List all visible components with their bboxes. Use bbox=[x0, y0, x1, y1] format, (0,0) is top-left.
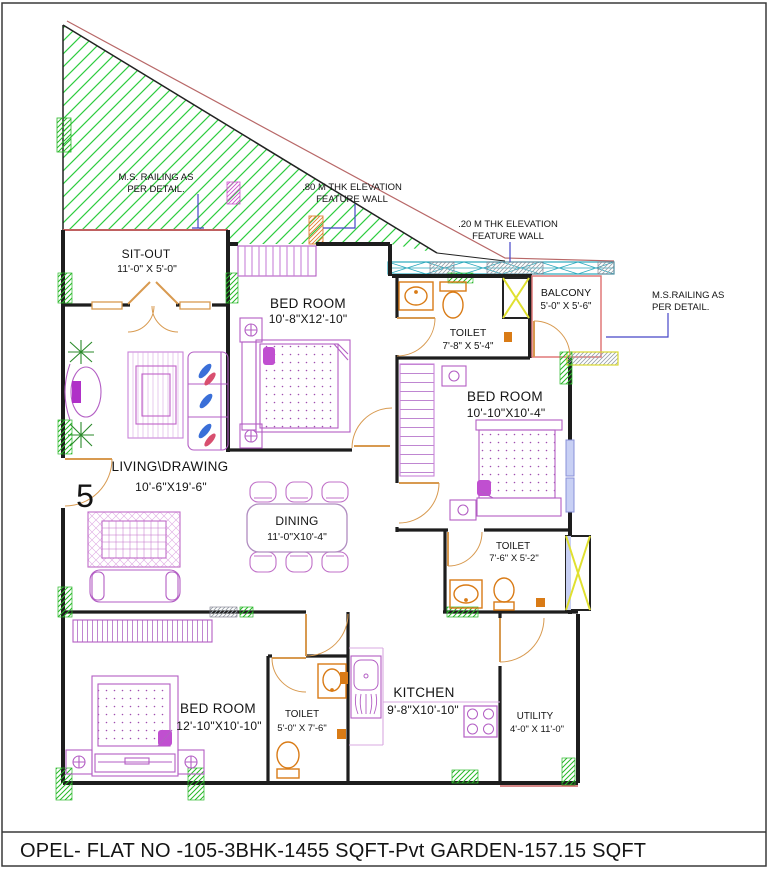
bedroom-bottom-furniture bbox=[65, 619, 213, 777]
room-dims-dining: 11'-0"X10'-4" bbox=[267, 531, 327, 543]
room-label-dining: DINING bbox=[275, 514, 318, 528]
bench-seat bbox=[89, 569, 181, 603]
kitchen-sink-unit bbox=[350, 655, 382, 719]
garden-column-block bbox=[56, 117, 72, 153]
note-feature-wall-top-line1: .80 M THK ELEVATION bbox=[302, 182, 402, 193]
rug bbox=[127, 351, 184, 439]
pillow bbox=[263, 347, 275, 365]
plant-icon bbox=[68, 340, 94, 364]
room-label-sit-out: SIT-OUT bbox=[122, 247, 171, 261]
mattress bbox=[478, 429, 556, 499]
room-dims-toilet-mid: 7'-6" X 5'-2" bbox=[489, 553, 538, 564]
garden-feature-pier bbox=[226, 181, 241, 205]
room-labels: SIT-OUT 11'-0" X 5'-0" BED ROOM 10'-8"X1… bbox=[112, 247, 593, 735]
nightstand bbox=[239, 423, 263, 449]
room-dims-bedroom-top: 10'-8"X12'-10" bbox=[269, 312, 348, 326]
note-feature-wall-right-line1: .20 M THK ELEVATION bbox=[458, 219, 558, 230]
fixture-marker bbox=[504, 332, 512, 342]
fixture-marker bbox=[536, 598, 545, 607]
drawing-title: OPEL- FLAT NO -105-3BHK-1455 SQFT-Pvt GA… bbox=[20, 840, 646, 862]
bedroom-right-furniture bbox=[399, 363, 563, 521]
room-label-toilet-mid: TOILET bbox=[496, 541, 530, 552]
plant-icon bbox=[68, 422, 94, 448]
bed-frame bbox=[91, 675, 179, 777]
wardrobe bbox=[399, 363, 435, 477]
room-label-bedroom-top: BED ROOM bbox=[270, 296, 346, 311]
room-label-balcony: BALCONY bbox=[541, 287, 591, 299]
wall-hatch-segment bbox=[486, 261, 544, 275]
footboard bbox=[94, 753, 176, 773]
note-railing-garden-line2: PER DETAIL. bbox=[127, 184, 184, 195]
window-right-wall bbox=[565, 477, 575, 513]
nightstand bbox=[449, 499, 477, 521]
note-railing-garden-line1: M.S. RAILING AS bbox=[119, 172, 194, 183]
balcony-slab bbox=[566, 351, 619, 366]
feature-wall-pier bbox=[308, 215, 324, 245]
room-dims-utility: 4'-0" X 11'-0" bbox=[510, 724, 564, 735]
annotation-leaders bbox=[192, 194, 669, 338]
dining-set bbox=[246, 481, 349, 573]
kitchen-fittings bbox=[349, 647, 500, 746]
wall-hatch-segment bbox=[597, 261, 615, 275]
room-label-living: LIVING\DRAWING bbox=[112, 459, 229, 474]
dining-table bbox=[246, 503, 348, 553]
room-dims-bedroom-right: 10'-10"X10'-4" bbox=[467, 406, 546, 420]
private-garden bbox=[56, 20, 615, 262]
note-railing-right-line1: M.S.RAILING AS bbox=[652, 290, 724, 301]
wall-hatch-segment bbox=[429, 261, 455, 275]
wardrobe bbox=[237, 245, 317, 277]
room-dims-toilet-top: 7'-8" X 5'-4" bbox=[443, 341, 495, 352]
note-railing-right-line2: PER DETAIL. bbox=[652, 302, 709, 313]
note-feature-wall-right-line2: FEATURE WALL bbox=[472, 231, 544, 242]
room-dims-balcony: 5'-0" X 5'-6" bbox=[541, 301, 593, 312]
doors bbox=[64, 281, 571, 693]
room-dims-toilet-bottom: 5'-0" X 7'-6" bbox=[277, 723, 326, 734]
room-label-bedroom-right: BED ROOM bbox=[467, 389, 543, 404]
service-shaft-top bbox=[502, 277, 530, 319]
bedroom-top-furniture bbox=[237, 245, 351, 449]
fixture-marker bbox=[340, 672, 348, 684]
window bbox=[91, 301, 123, 310]
annotation-texts: M.S. RAILING AS PER DETAIL. .80 M THK EL… bbox=[119, 172, 725, 313]
wardrobe bbox=[72, 619, 213, 643]
balcony-outline bbox=[531, 275, 619, 385]
fixture-marker bbox=[337, 729, 346, 739]
room-label-utility: UTILITY bbox=[517, 711, 554, 722]
window-right-wall bbox=[565, 439, 575, 477]
column-blocks bbox=[55, 272, 576, 801]
living-furniture bbox=[64, 340, 229, 603]
note-feature-wall-top-line2: FEATURE WALL bbox=[316, 194, 388, 205]
room-label-toilet-top: TOILET bbox=[450, 327, 487, 339]
room-label-kitchen: KITCHEN bbox=[393, 685, 454, 700]
room-label-bedroom-bottom: BED ROOM bbox=[180, 701, 256, 716]
room-dims-kitchen: 9'-8"X10'-10" bbox=[387, 703, 459, 717]
tv-unit bbox=[70, 366, 102, 418]
nightstand bbox=[177, 749, 205, 775]
pillow bbox=[477, 480, 491, 496]
nightstand bbox=[441, 365, 467, 387]
room-dims-living: 10'-6"X19'-6" bbox=[135, 480, 207, 494]
room-dims-bedroom-bottom: 12'-10"X10'-10" bbox=[176, 719, 262, 733]
bed-frame bbox=[255, 339, 351, 433]
sofa bbox=[187, 351, 229, 451]
flat-number-marker: 5 bbox=[76, 478, 94, 514]
plot-boundary-red-line bbox=[66, 20, 615, 262]
room-label-toilet-bottom: TOILET bbox=[285, 709, 319, 720]
service-shaft-mid bbox=[565, 535, 591, 611]
stove bbox=[463, 705, 498, 738]
toilet-mid-fixtures bbox=[449, 577, 545, 611]
nightstand bbox=[65, 749, 93, 775]
walls bbox=[61, 230, 580, 785]
kitchen-counter bbox=[349, 647, 500, 746]
toilet-top-fixtures bbox=[398, 281, 512, 342]
window bbox=[179, 301, 211, 310]
room-dims-sit-out: 11'-0" X 5'-0" bbox=[117, 263, 177, 275]
